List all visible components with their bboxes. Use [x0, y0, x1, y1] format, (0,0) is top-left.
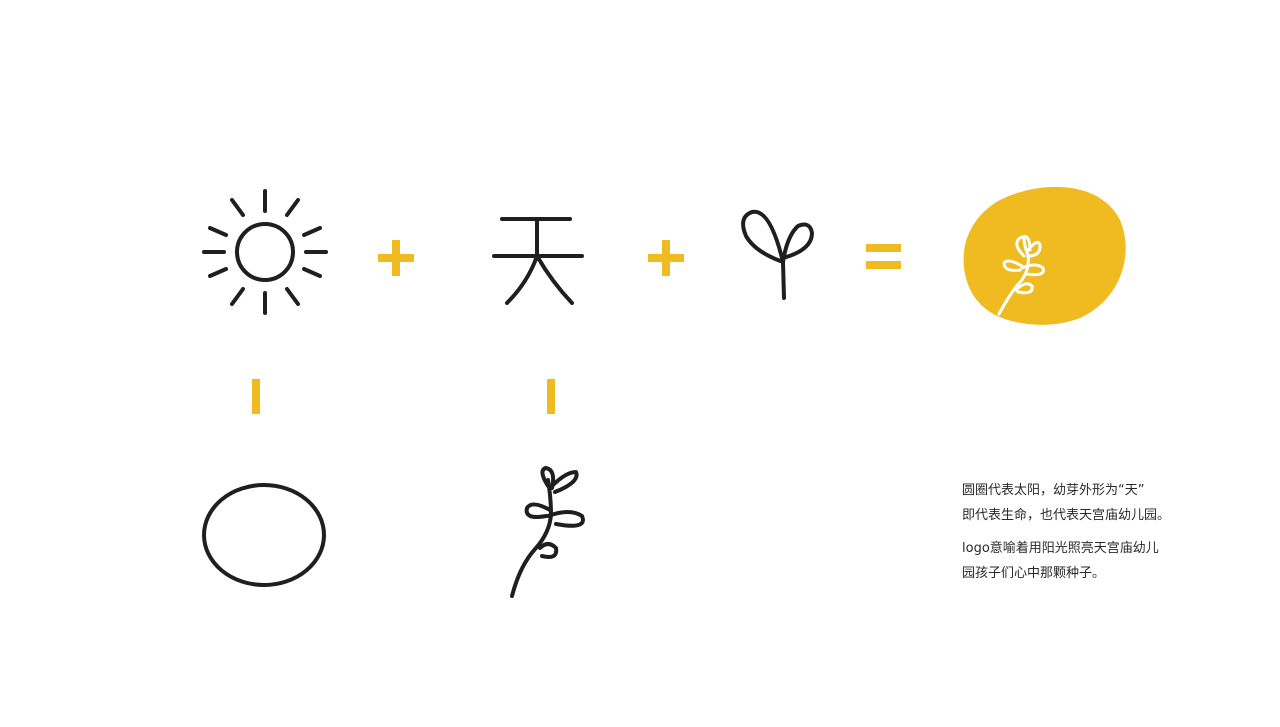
connector-bar: [252, 379, 260, 414]
sprout-icon: [741, 209, 814, 300]
description-paragraph-2: logo意喻着用阳光照亮天宫庙幼儿 园孩子们心中那颗种子。: [962, 536, 1262, 586]
connector-bar: [547, 379, 555, 414]
logo-branch-icon: [997, 235, 1045, 316]
plus-icon: [378, 240, 414, 276]
description-line: logo意喻着用阳光照亮天宫庙幼儿: [962, 541, 1159, 556]
description-paragraph-1: 圆圈代表太阳，幼芽外形为“天” 即代表生命，也代表天宫庙幼儿园。: [962, 478, 1262, 528]
description-text-block: 圆圈代表太阳，幼芽外形为“天” 即代表生命，也代表天宫庙幼儿园。 logo意喻着…: [962, 478, 1262, 586]
description-line: 园孩子们心中那颗种子。: [962, 566, 1106, 581]
sun-icon: [202, 189, 328, 315]
branch-icon: [510, 466, 585, 598]
logo-yellow-blob: [963, 186, 1126, 325]
plus-icon: [648, 240, 684, 276]
description-line: 即代表生命，也代表天宫庙幼儿园。: [962, 508, 1171, 523]
equals-icon: [866, 244, 901, 269]
tian-character-icon: [492, 217, 584, 305]
description-line: 圆圈代表太阳，幼芽外形为“天”: [962, 483, 1145, 498]
logo-mark: [963, 186, 1126, 325]
circle-icon: [202, 483, 326, 587]
